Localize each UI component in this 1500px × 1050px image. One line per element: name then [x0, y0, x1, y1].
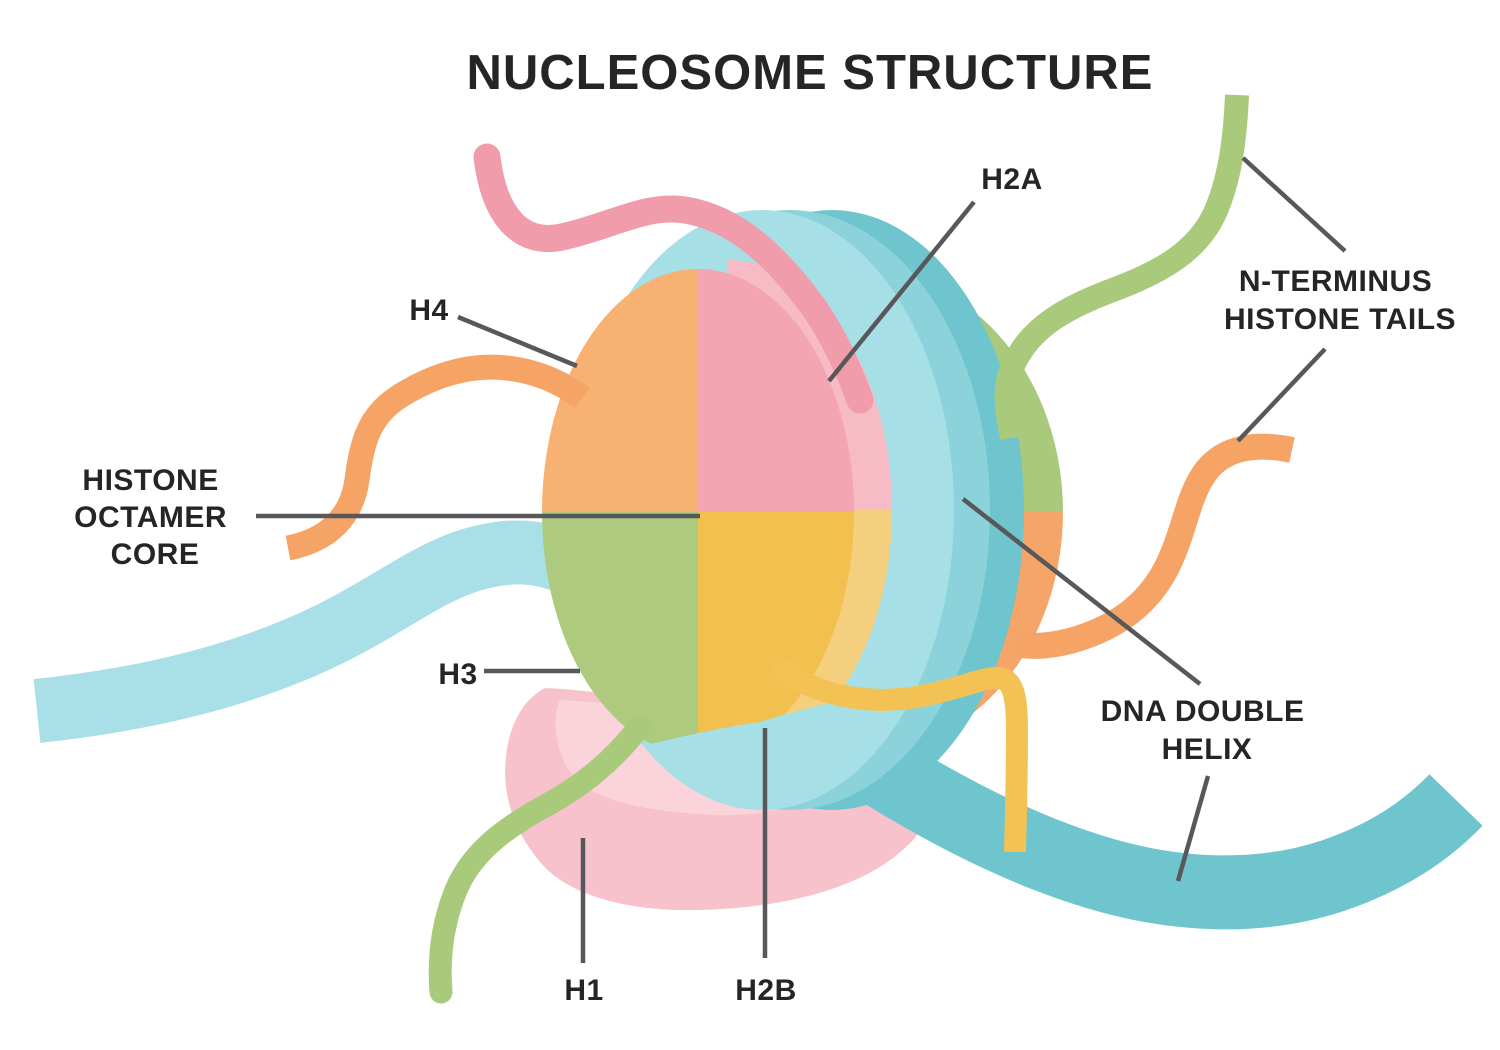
label-n-terminus-line1: N-TERMINUS [1239, 265, 1432, 298]
label-h2b: H2B [735, 974, 797, 1007]
label-h2a: H2A [981, 163, 1043, 196]
tail-h3-green-bottom [428, 714, 652, 1004]
label-h4: H4 [409, 294, 448, 327]
tail-h2b-yellow [768, 656, 1029, 853]
label-octamer-core-line1: HISTONE [82, 464, 218, 497]
leader-h2a [827, 200, 976, 383]
tail-h2a-pink [473, 143, 874, 414]
page-title: NUCLEOSOME STRUCTURE [467, 46, 1154, 100]
leader-dna-upper [961, 497, 1202, 686]
label-dna-line1: DNA DOUBLE [1101, 695, 1305, 728]
tail-orange-right [1012, 433, 1295, 659]
label-n-terminus: N-TERMINUS HISTONE TAILS [1224, 265, 1456, 336]
label-h3: H3 [438, 658, 477, 691]
leader-h4 [457, 314, 578, 369]
label-h1: H1 [564, 974, 603, 1007]
label-dna-line2: HELIX [1162, 733, 1253, 766]
tail-green-top [994, 94, 1249, 441]
label-octamer-core: HISTONE OCTAMER CORE [74, 464, 236, 571]
quadrant-h4 [542, 269, 698, 512]
leader-dna-lower [1175, 775, 1211, 882]
tail-h4-orange-left [285, 354, 590, 561]
label-octamer-core-line2: OCTAMER [74, 501, 227, 534]
quadrant-h3 [542, 512, 698, 755]
dna-ribbon-right [838, 724, 1483, 930]
quadrant-h2a [698, 269, 854, 512]
label-octamer-core-line3: CORE [111, 538, 200, 571]
label-n-terminus-line2: HISTONE TAILS [1224, 303, 1456, 336]
leader-n-terminus-upper [1241, 156, 1347, 253]
quadrant-h2b [698, 512, 854, 755]
label-dna-double-helix: DNA DOUBLE HELIX [1101, 695, 1314, 766]
leader-n-terminus-lower [1236, 347, 1327, 443]
